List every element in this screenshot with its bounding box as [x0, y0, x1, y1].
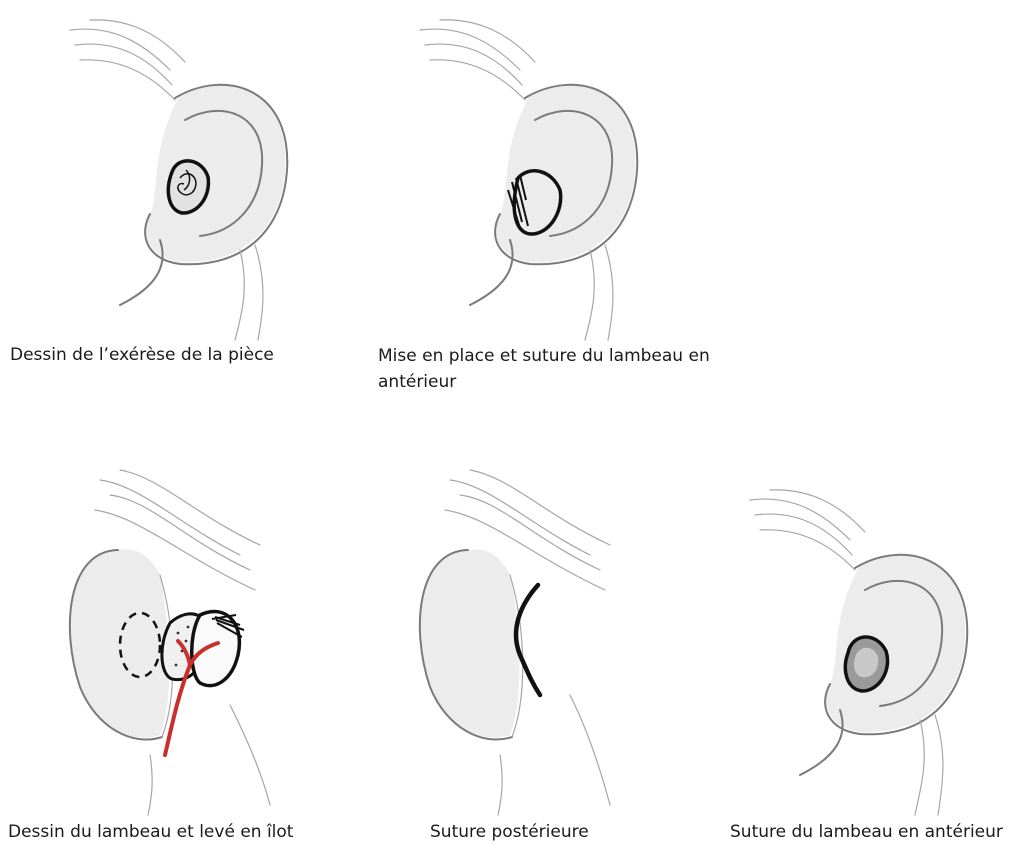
caption-island-flap: Dessin du lambeau et levé en îlot — [8, 820, 293, 844]
panel-posterior-suture: Suture postérieure — [370, 455, 670, 844]
hair-strands — [70, 20, 185, 100]
panel-flap-placement: Mise en place et suture du lambeau en an… — [350, 0, 710, 400]
panel-final-result: Suture du lambeau en antérieur — [690, 455, 1024, 844]
panel-island-flap: Dessin du lambeau et levé en îlot — [0, 455, 360, 844]
ear-posterior-suture-illustration — [370, 455, 670, 815]
caption-excision: Dessin de l’exérèse de la pièce — [10, 343, 274, 367]
caption-posterior-suture: Suture postérieure — [430, 820, 589, 844]
ear-front-final-illustration — [690, 455, 1024, 815]
panel-excision-drawing: Dessin de l’exérèse de la pièce — [0, 0, 340, 340]
ear-posterior-flap-illustration — [0, 455, 360, 815]
hair-strands — [750, 490, 865, 570]
ear-front-illustration — [0, 0, 340, 340]
caption-flap-placement: Mise en place et suture du lambeau en an… — [378, 343, 718, 395]
ear-front-flap-illustration — [350, 0, 710, 340]
hair-strands — [420, 20, 535, 100]
ear-back-shading — [420, 549, 519, 737]
caption-final-result: Suture du lambeau en antérieur — [730, 820, 1003, 844]
posterior-suture-line — [516, 585, 540, 695]
